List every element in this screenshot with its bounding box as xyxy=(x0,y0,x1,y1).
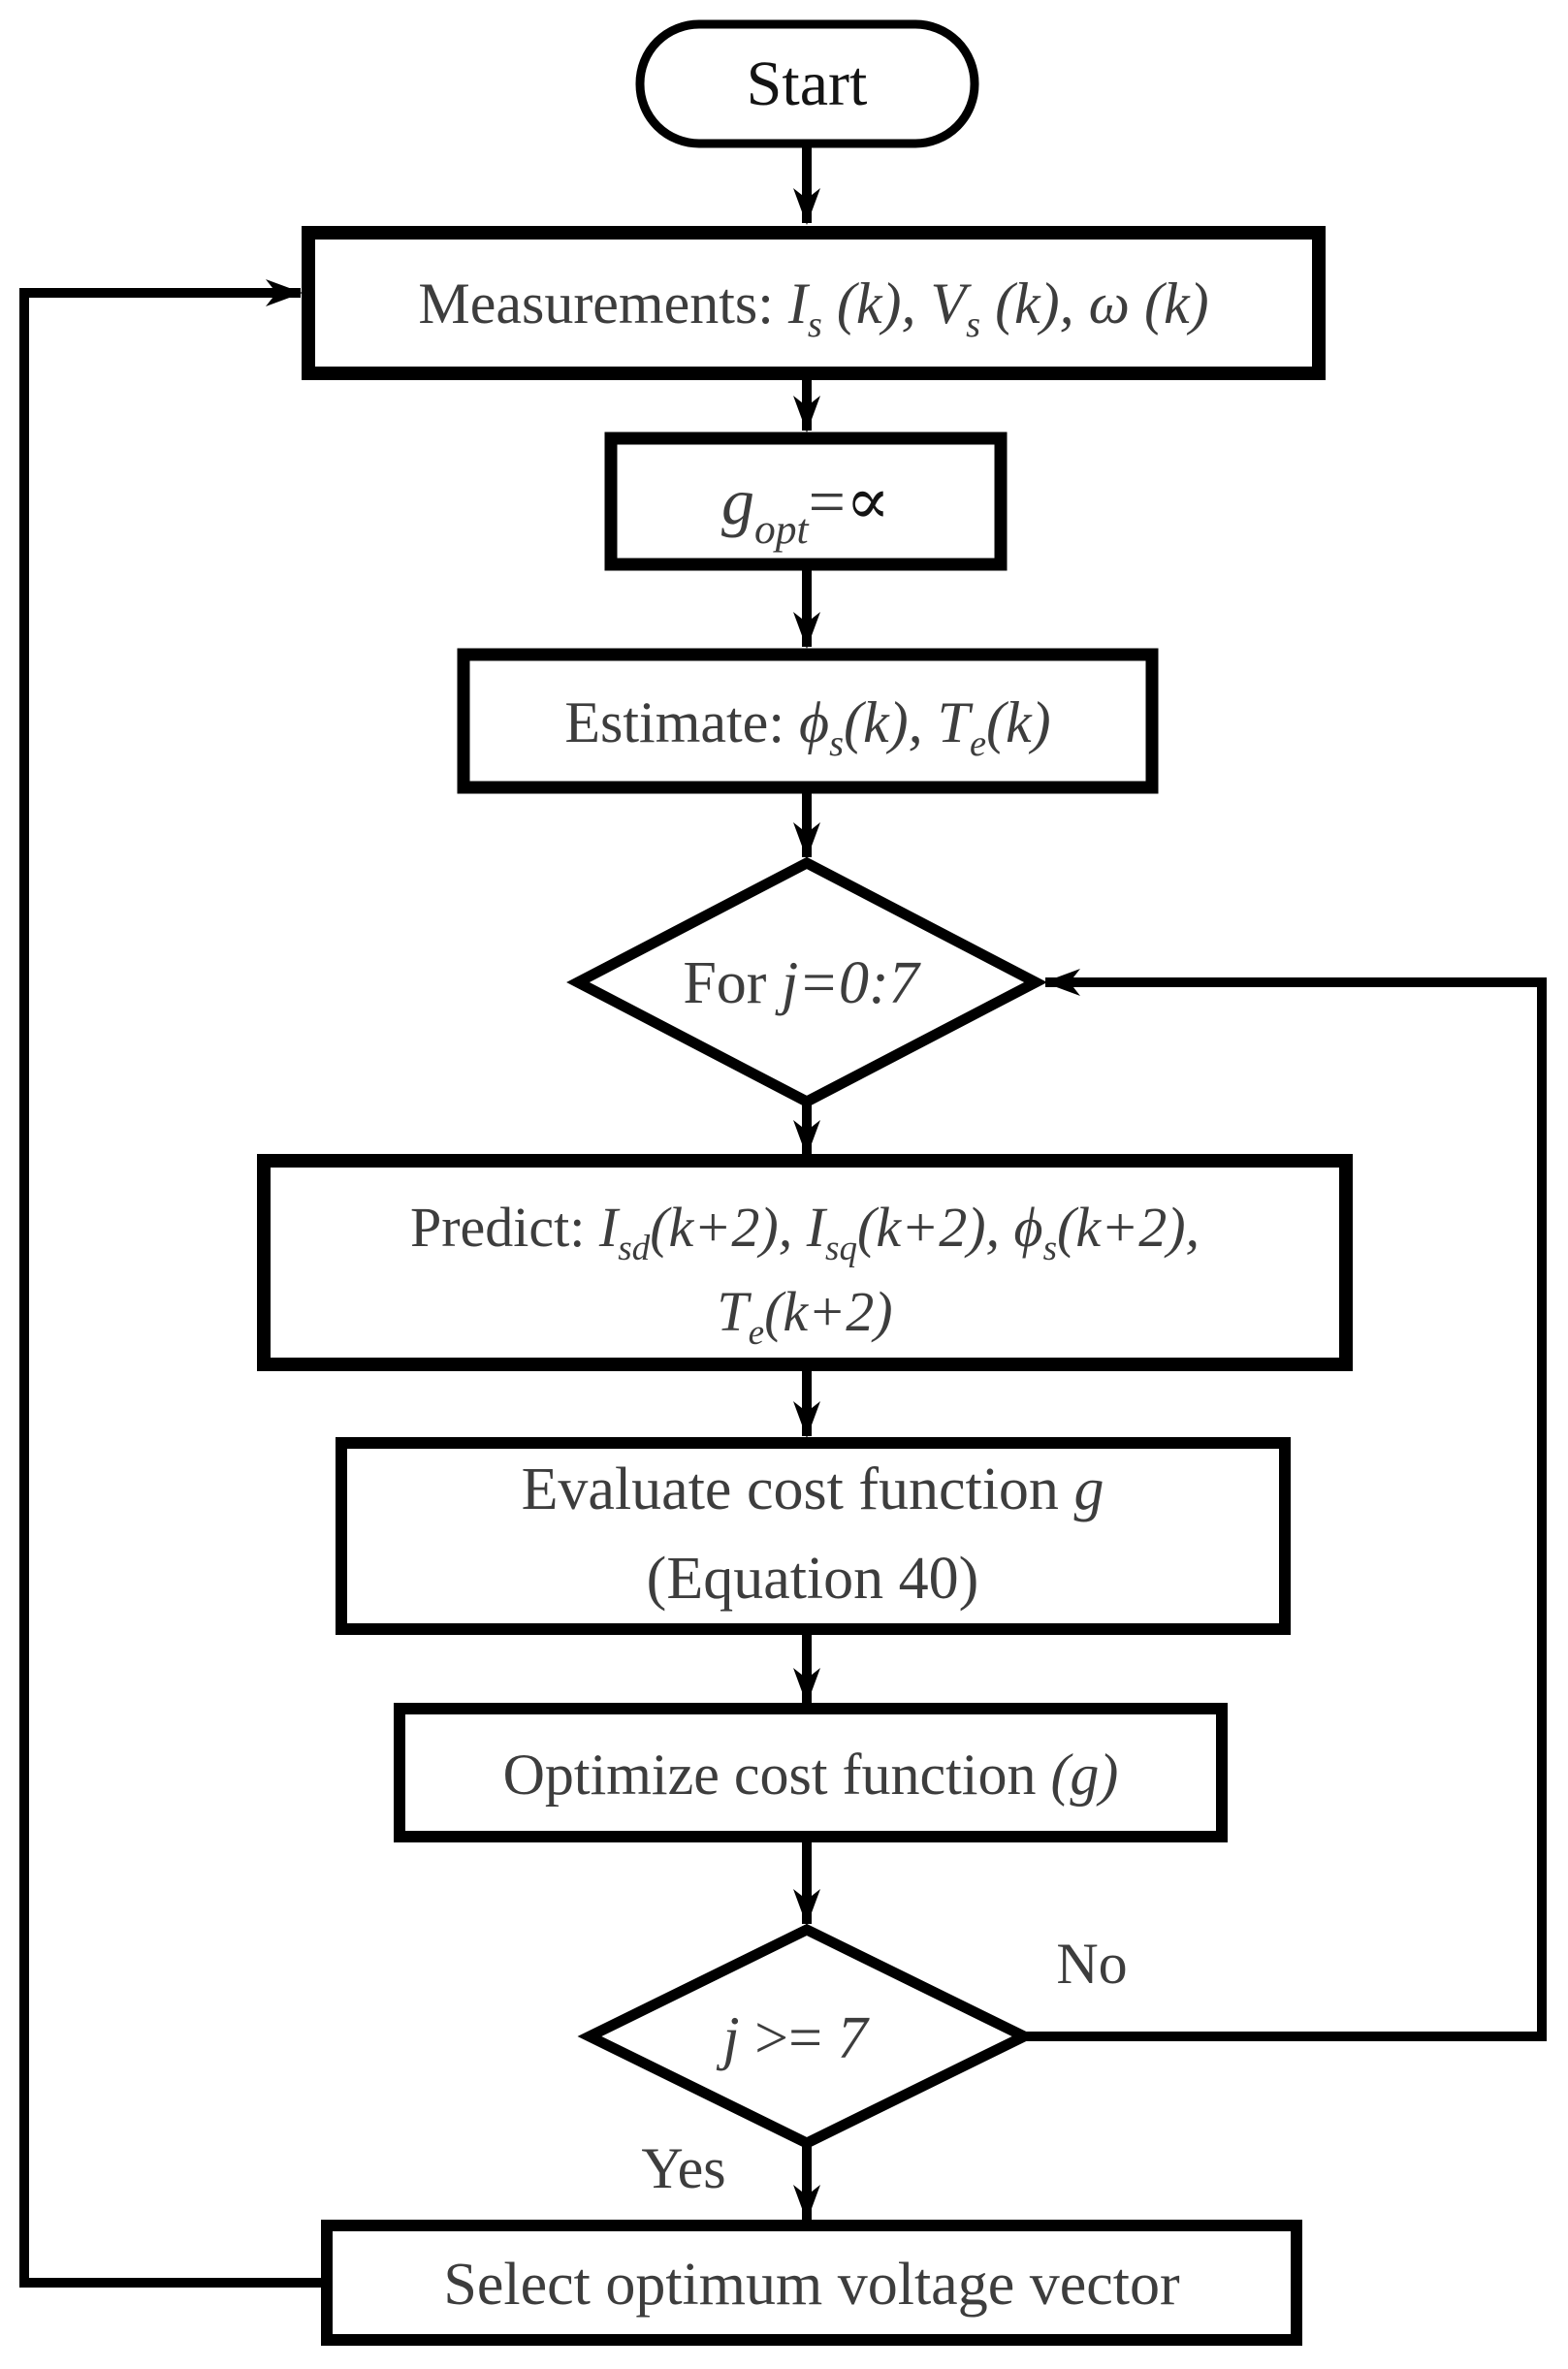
forloop-decision-shape xyxy=(566,856,1047,1108)
evaluate-label-line1: Evaluate cost function g xyxy=(522,1457,1104,1522)
optimize-process-shape xyxy=(394,1703,1228,1842)
node-estimate: Estimate: ϕs(k), Te(k) xyxy=(457,648,1159,794)
gopt-process-shape xyxy=(604,432,1008,571)
node-predict: Predict: Isd(k+2), Isq(k+2), ϕs(k+2), Te… xyxy=(257,1154,1353,1371)
measurements-process-shape xyxy=(302,226,1326,380)
edge-decision-no-to-forloop xyxy=(1024,969,1547,2041)
evaluate-process-shape xyxy=(336,1437,1291,1635)
yes-branch-label: Yes xyxy=(641,2136,725,2200)
predict-process-shape xyxy=(257,1154,1353,1371)
start-terminator-shape xyxy=(635,19,979,148)
decision-j7-label: j >= 7 xyxy=(716,2005,870,2071)
measurements-label: Measurements: Is (k), Vs (k), ω (k) xyxy=(418,272,1208,345)
edge-select-to-measurements-loop xyxy=(19,279,327,2288)
predict-label-line2: Te(k+2) xyxy=(717,1280,892,1353)
node-evaluate: Evaluate cost function g (Equation 40) xyxy=(336,1437,1291,1635)
node-select: Select optimum voltage vector xyxy=(321,2220,1302,2346)
node-start: Start xyxy=(635,19,979,148)
node-optimize: Optimize cost function (g) xyxy=(394,1703,1228,1842)
gopt-label: gopt=∝ xyxy=(721,464,890,553)
optimize-label: Optimize cost function (g) xyxy=(503,1743,1119,1807)
node-for-loop: For j=0:7 xyxy=(566,856,1047,1108)
estimate-process-shape xyxy=(457,648,1159,794)
estimate-label: Estimate: ϕs(k), Te(k) xyxy=(564,690,1050,764)
select-process-shape xyxy=(321,2220,1302,2346)
node-decision-j7: j >= 7 xyxy=(577,1923,1037,2150)
no-branch-label: No xyxy=(1056,1932,1127,1996)
predict-label-line1: Predict: Isd(k+2), Isq(k+2), ϕs(k+2), xyxy=(410,1196,1200,1268)
decision-j7-shape xyxy=(577,1923,1037,2150)
node-init-gopt: gopt=∝ xyxy=(604,432,1008,571)
select-label: Select optimum voltage vector xyxy=(443,2252,1180,2318)
node-measurements: Measurements: Is (k), Vs (k), ω (k) xyxy=(302,226,1326,380)
start-label: Start xyxy=(747,48,868,119)
forloop-label: For j=0:7 xyxy=(683,950,921,1016)
evaluate-label-line2: (Equation 40) xyxy=(647,1546,979,1612)
